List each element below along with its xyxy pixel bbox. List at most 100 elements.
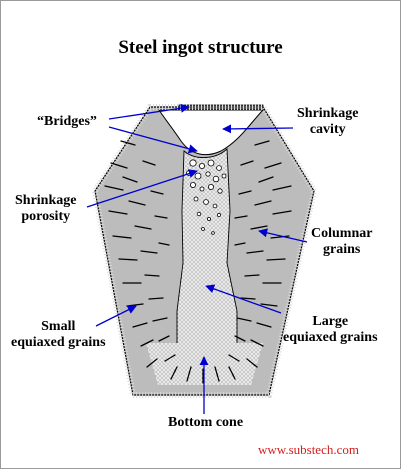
central-equiaxed-zone [176,148,238,356]
grain-dash [110,162,128,169]
arrow-shrinkage-cavity [222,124,294,134]
grain-dash [104,185,124,191]
grain-dash [128,200,146,206]
pore [189,159,197,167]
grain-dash [132,322,148,328]
label-small-equiaxed-line2: equiaxed grains [11,335,106,350]
pore [198,162,205,169]
grain-dash [266,258,286,261]
label-shrinkage-cavity-line1: Shrinkage [297,106,359,121]
pore [211,231,215,235]
grain-dash [146,358,158,368]
grain-dash [120,140,136,146]
label-arrows [86,103,308,414]
diagram-title: Steel ingot structure [118,37,283,58]
arrow-shrinkage-porosity [86,169,198,208]
grain-dash [240,160,254,166]
pore [216,212,222,218]
arrow-bridges-top [108,103,190,120]
grain-dash [158,335,170,342]
grain-dash [234,242,246,246]
pore [216,165,222,171]
grain-dash [148,297,164,300]
grain-dash [260,303,278,307]
label-columnar-grains-line1: Columnar [311,226,373,241]
pore [205,171,211,177]
grain-dash [140,250,158,254]
arrow-large-equiaxed [205,284,282,314]
porosity-marks [186,159,227,235]
arrow-bridges-lower [108,126,198,154]
grain-dash [240,297,256,300]
grain-dash [270,235,290,239]
label-shrinkage-porosity-line2: porosity [21,209,71,224]
label-small-equiaxed-line1: Small [41,319,76,334]
grain-dash [158,242,170,246]
grain-dash [228,354,240,362]
pore [207,183,214,190]
label-shrinkage-cavity: Shrinkage cavity [297,106,358,138]
pore [212,175,220,183]
grain-dash [186,366,192,382]
pore [221,173,227,179]
label-large-equiaxed-line2: equiaxed grains [283,330,378,345]
grain-dash [246,250,264,254]
grain-dash [254,140,270,146]
pore [206,216,211,221]
grain-dash [118,258,138,261]
grain-dash [246,358,258,368]
grain-dash [250,339,264,347]
grain-dash [142,160,156,166]
grain-dash [250,225,268,230]
grain-dash [272,185,292,191]
pore [207,159,215,167]
label-columnar-grains-line2: grains [323,242,361,257]
grain-dash [272,210,292,215]
grain-dash [256,322,272,328]
label-shrinkage-porosity: Shrinkage porosity [15,193,76,225]
label-small-equiaxed-grains: Small equiaxed grains [11,319,106,351]
pore [196,211,202,217]
grain-dash [254,200,272,206]
grain-dash [238,190,252,195]
grain-dash [112,235,132,239]
label-bridges: “Bridges” [37,114,97,129]
grain-dash [234,215,248,219]
grain-dash [244,274,260,277]
grain-dash [234,335,246,342]
grain-dash [122,176,138,183]
grain-dash [144,274,160,277]
grain-dash [228,366,236,380]
website-credit: www.substech.com [258,442,359,457]
label-large-equiaxed-grains: Large equiaxed grains [283,314,378,346]
pore [203,199,209,205]
grain-dash [258,176,274,183]
pore [212,203,218,209]
grain-dash [170,366,178,380]
columnar-grain-marks [104,140,292,384]
shrinkage-cavity-shape [158,109,265,156]
pore [193,196,199,202]
grain-dash [264,162,282,169]
chill-zone [91,104,318,398]
pore [201,227,205,231]
arrow-small-equiaxed [95,305,137,327]
label-shrinkage-cavity-line2: cavity [309,122,346,137]
grain-dash [154,215,168,219]
label-columnar-grains: Columnar grains [311,226,372,258]
grain-dash [150,190,164,195]
pore [189,181,196,188]
pore [217,188,223,194]
grain-dash [214,366,220,382]
grain-dash [140,339,154,347]
pore [199,186,205,192]
grain-dash [164,354,176,362]
arrow-columnar [258,228,308,243]
grain-dash [236,317,252,322]
label-large-equiaxed-line1: Large [312,314,349,329]
label-shrinkage-porosity-line1: Shrinkage [15,193,77,208]
grain-dash [108,210,128,215]
label-bottom-cone: Bottom cone [168,415,244,430]
